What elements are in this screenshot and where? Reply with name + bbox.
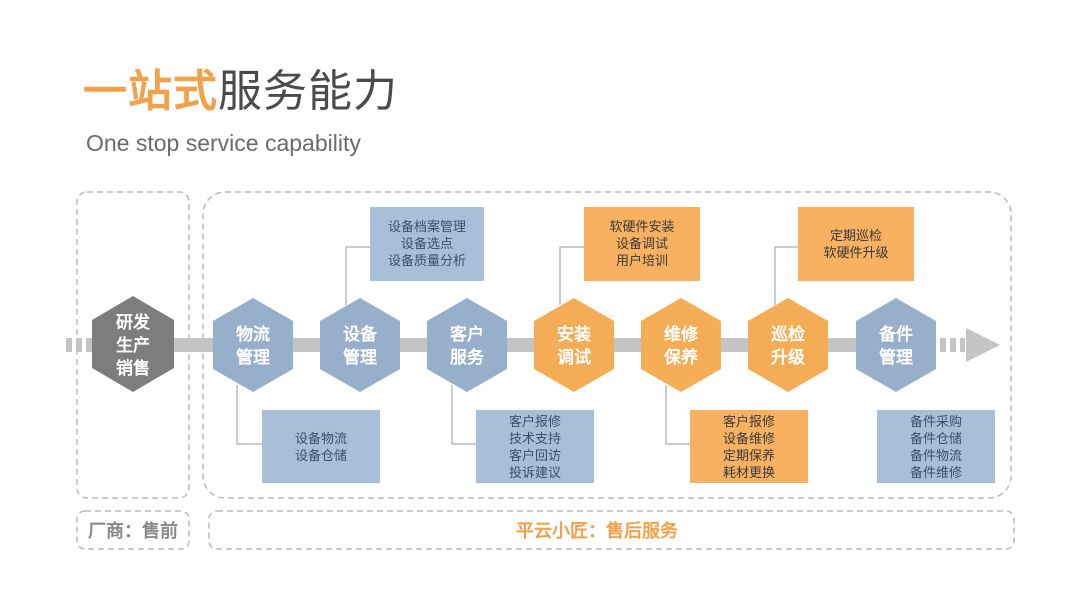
hexagon-icon [92,296,174,392]
node-customer: 客户 服务 [427,298,507,392]
hexagon-icon [641,298,721,392]
after-sale-label-frame [208,510,1015,550]
arrow-shaft [86,338,936,352]
node-label: 备件 [878,324,913,345]
info-line: 设备调试 [616,236,668,252]
node-equipment: 设备 管理 [320,298,400,392]
node-label: 客户 [449,324,484,345]
info-box-parts: 备件采购 备件仓储 备件物流 备件维修 [877,410,995,483]
hexagon-icon [534,298,614,392]
info-line: 客户回访 [509,448,561,464]
info-line: 定期巡检 [830,229,882,244]
info-line: 软硬件升级 [823,246,888,261]
info-box-bg [877,410,995,483]
hexagon-icon [856,298,936,392]
arrow-dash-right-1 [940,338,946,352]
info-box-install: 软硬件安装 设备调试 用户培训 [584,207,700,281]
info-line: 耗材更换 [723,466,775,481]
info-line: 设备物流 [295,431,347,447]
pre-sale-label: 厂商：售前 [88,520,178,542]
node-label: 研发 [116,312,151,333]
info-line: 客户报修 [509,414,561,430]
node-parts: 备件 管理 [856,298,936,392]
node-install: 安装 调试 [534,298,614,392]
connector-install [559,246,584,305]
info-box-customer: 客户报修 技术支持 客户回访 投诉建议 [476,410,594,483]
page-subtitle: One stop service capability [86,130,361,156]
info-line: 定期保养 [723,448,775,464]
node-label: 服务 [450,347,485,368]
info-box-logistics: 设备物流 设备仓储 [262,410,380,483]
info-box-equipment: 设备档案管理 设备选点 设备质量分析 [370,207,484,281]
info-box-bg [584,207,700,281]
flow-arrow [66,328,1000,362]
info-line: 备件采购 [910,414,962,430]
node-logistics: 物流 管理 [213,298,293,392]
info-box-bg [690,410,808,483]
info-box-bg [262,410,380,483]
hexagon-icon [748,298,828,392]
info-line: 设备质量分析 [388,253,466,269]
node-label: 巡检 [771,324,805,345]
info-box-inspect: 定期巡检 软硬件升级 [798,207,914,281]
connector-logistics [236,385,262,445]
node-label: 物流 [236,324,270,345]
arrow-dash-left-2 [76,338,82,352]
arrow-dash-right-3 [960,338,965,352]
arrow-dash-right-2 [950,338,956,352]
connector-customer [451,385,476,445]
info-line: 技术支持 [509,432,561,447]
info-line: 备件维修 [910,465,962,481]
after-sale-label: 平云小匠：售后服务 [516,520,679,542]
connector-maintain [665,385,690,445]
info-line: 设备维修 [723,431,775,447]
connector-inspect [774,246,798,305]
hexagon-icon [213,298,293,392]
info-line: 用户培训 [616,253,668,269]
node-label: 管理 [879,347,913,368]
node-rd: 研发 生产 销售 [92,296,174,392]
info-box-bg [370,207,484,281]
title-rest: 服务能力 [218,66,398,117]
node-label: 维修 [664,324,699,345]
node-label: 升级 [771,347,805,368]
connector-equipment [345,246,370,305]
info-line: 备件仓储 [910,431,962,447]
hexagon-icon [320,298,400,392]
node-label: 管理 [343,347,377,368]
node-label: 销售 [116,358,150,379]
info-line: 设备选点 [401,236,453,252]
info-box-bg [476,410,594,483]
info-box-bg [798,207,914,281]
info-line: 设备档案管理 [388,219,466,235]
info-line: 备件物流 [910,448,962,464]
node-label: 安装 [557,324,591,345]
arrow-head [966,328,1000,362]
node-label: 保养 [663,347,699,368]
info-line: 软硬件安装 [609,220,674,235]
info-line: 设备仓储 [295,448,347,464]
connectors [236,246,798,445]
node-label: 管理 [236,347,270,368]
arrow-dash-left-1 [66,338,72,352]
pre-sale-label-frame [76,510,190,550]
info-box-maintain: 客户报修 设备维修 定期保养 耗材更换 [690,410,808,483]
hexagon-icon [427,298,507,392]
page-title: 一站式服务能力 [83,62,398,122]
node-label: 设备 [343,324,378,345]
node-inspect: 巡检 升级 [748,298,828,392]
title-accent: 一站式 [83,66,218,117]
node-maintain: 维修 保养 [641,298,721,392]
node-label: 调试 [557,348,591,368]
info-line: 投诉建议 [509,465,561,481]
node-label: 生产 [116,335,150,356]
info-line: 客户报修 [723,414,775,430]
